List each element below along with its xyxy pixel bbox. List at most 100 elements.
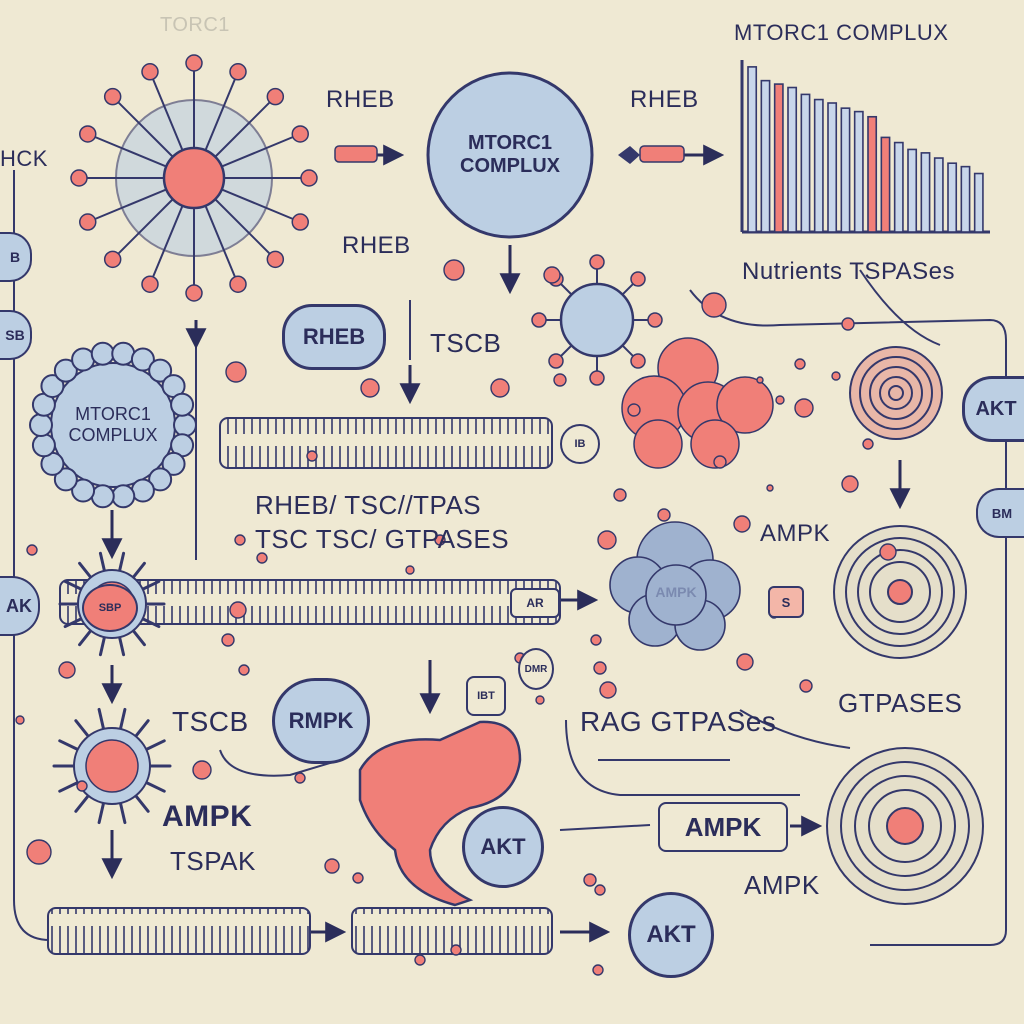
ibt-small-pill[interactable]: IBT [466,676,506,716]
molecule-dot [26,544,38,556]
sbp-cell-pill[interactable]: SBP [82,584,138,632]
label-tscb-lower: TSCB [172,706,249,737]
sun-ray [118,635,126,657]
rheb-capsule-right [639,145,685,163]
chart-bar [800,93,811,233]
bead [170,392,195,417]
rheb-capsule-left [334,145,378,163]
label-ampk-right: AMPK [760,520,831,547]
target-upper-right [849,346,943,440]
molecule-dot [225,361,247,383]
label-rheb-top-left: RHEB [326,86,395,113]
molecule-dot [192,760,212,780]
star-cell-bead [229,275,247,293]
molecule-dot [306,450,318,462]
molecule-dot [627,403,641,417]
label-rheb-mid: RHEB [342,232,411,259]
sun-ray [131,561,146,579]
molecule-dot [775,395,785,405]
mtorc1-center-label[interactable]: MTORC1 COMPLUX [440,115,580,195]
molecule-dot [256,552,268,564]
ib-small-pill[interactable]: IB [560,424,600,464]
s-small-pill[interactable]: S [768,586,804,618]
bm-pill[interactable]: BM [976,488,1024,538]
akt-bottom-pill[interactable]: AKT [628,892,714,978]
ar-tag[interactable]: AR [510,588,560,618]
chart-bar [947,162,958,233]
ampk-cluster[interactable] [609,521,741,651]
label-ampk-lower: AMPK [162,800,253,833]
virus-spike-tip [589,254,605,270]
virus-body [559,282,635,358]
star-cell-bead [291,125,309,143]
molecule-dot [794,358,806,370]
star-cell-bead [185,284,203,302]
bar-chart [740,60,990,234]
rheb-pill[interactable]: RHEB [282,304,386,370]
membrane-bottom-left [47,907,311,955]
ampk-box[interactable]: AMPK [658,802,788,852]
connector-lines [13,170,1007,946]
virus-spike-tip [630,353,646,369]
sun-ray [118,707,127,731]
molecule-dot [597,530,617,550]
b-left-pill[interactable]: B [0,232,32,282]
mtorc1-left-line1: MTORC1 [75,404,151,425]
akt-mid-pill[interactable]: AKT [462,806,544,888]
bead [53,467,78,492]
label-rheb-top-right: RHEB [630,86,699,113]
sun-ray [141,617,161,629]
sun-ray [58,780,80,793]
chart-bar [880,136,891,233]
star-cell-bead [70,169,88,187]
label-ampk-bottom-right: AMPK [744,870,820,900]
chart-bar [893,141,904,233]
molecule-dot [583,873,597,887]
bead [71,478,96,503]
label-rheb-tsc-1: RHEB/ TSC//TPAS [255,490,482,520]
target-mid-right [833,525,967,659]
chart-bar [973,172,984,233]
molecule-dot [450,944,462,956]
molecule-dot [58,661,76,679]
label-gtpases-right: GTPASES [838,688,963,718]
chart-bar [907,148,918,233]
virus-spike-tip [647,312,663,328]
molecule-dot [414,954,426,966]
label-hck: HCK [0,146,48,171]
sun-ray [74,719,90,738]
chart-bar [773,83,784,233]
bead [71,347,96,372]
mtorc1-left-label[interactable]: MTORC1 COMPLUX [50,390,176,460]
sun-ray [98,551,106,573]
dmr-small-pill[interactable]: DMR [518,648,554,690]
chart-bar [933,157,944,233]
ak-left-pill[interactable]: AK [0,576,40,636]
mtorc1-center-node[interactable] [426,71,594,239]
star-cell-bead [300,169,318,187]
pink-cluster [621,337,774,469]
virus-spike-tip [630,271,646,287]
akt-right-pill[interactable]: AKT [962,376,1024,442]
rmpk-pill[interactable]: RMPK [272,678,370,764]
molecule-dot [799,679,813,693]
sb-left-pill[interactable]: SB [0,310,32,360]
molecule-dot [592,964,604,976]
molecule-dot [736,653,754,671]
molecule-dot [756,376,764,384]
molecule-dot [26,839,52,865]
molecule-dot [294,772,306,784]
sun-core [85,739,139,793]
mtorc1-beaded-ring [29,341,197,509]
membranes [47,417,561,955]
sun-ray [97,801,106,825]
molecule-dot [229,601,247,619]
bead [130,347,155,372]
star-cell-core [162,146,226,210]
molecule-dot [831,371,841,381]
faded-title: TORC1 [160,14,230,36]
molecule-dot [594,884,606,896]
molecule-dot [841,317,855,331]
sun-ray [74,794,90,813]
molecule-dot [352,872,364,884]
